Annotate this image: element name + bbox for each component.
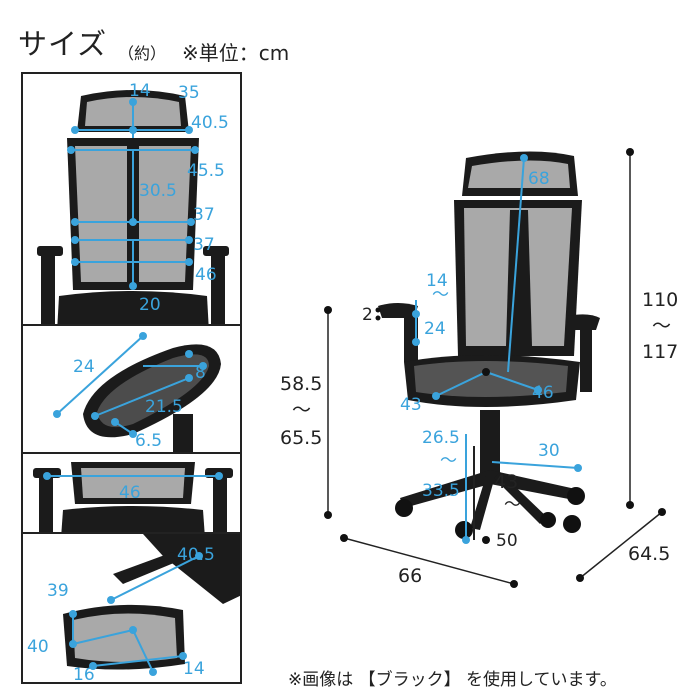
dim-foot-14: 14 bbox=[183, 659, 205, 679]
dim-back-37b: 37 bbox=[193, 235, 215, 255]
dim-back-20: 20 bbox=[139, 295, 161, 315]
dim-lift-33-5: 33.5 bbox=[422, 481, 460, 501]
approx-label: （約） bbox=[118, 44, 167, 63]
dim-height-117: 117 bbox=[642, 341, 678, 363]
dim-back-35: 35 bbox=[178, 83, 200, 103]
dim-base-wave: 〜 bbox=[504, 495, 521, 515]
dim-armup-wave: 〜 bbox=[432, 285, 449, 305]
dim-back-37a: 37 bbox=[193, 205, 215, 225]
dim-height-110: 110 bbox=[642, 289, 678, 311]
dim-foot-16: 16 bbox=[73, 665, 95, 684]
dim-armup-14: 14 bbox=[426, 271, 448, 291]
dim-arm-side-2: 2 bbox=[362, 305, 373, 325]
dim-headrest-68: 68 bbox=[528, 169, 550, 189]
dim-seat-43: 43 bbox=[400, 395, 422, 415]
dim-foot-40: 40 bbox=[27, 637, 49, 657]
dim-back-14: 14 bbox=[129, 81, 151, 101]
dim-caster-50: 50 bbox=[496, 531, 518, 551]
dim-foot-39: 39 bbox=[47, 581, 69, 601]
panel-arm-width: 46 bbox=[21, 452, 242, 536]
armrest-drawing: 24 8 21.5 6.5 bbox=[53, 332, 221, 452]
back-view-drawing: 14 35 40.5 45.5 30.5 37 37 46 20 bbox=[37, 81, 229, 328]
dim-arm-8: 8 bbox=[195, 363, 206, 383]
dim-depth-64-5: 64.5 bbox=[628, 543, 670, 565]
dim-armup-24: 24 bbox=[424, 319, 446, 339]
dim-foot-40-5: 40.5 bbox=[177, 545, 215, 565]
dim-seatheight-58-5: 58.5 bbox=[280, 373, 322, 395]
arm-width-drawing: 46 bbox=[33, 462, 233, 534]
dim-width-66: 66 bbox=[398, 565, 422, 587]
page-title: サイズ bbox=[18, 27, 108, 61]
dim-seatheight-wave: 〜 bbox=[292, 399, 311, 421]
dim-back-30-5: 30.5 bbox=[139, 181, 177, 201]
dim-back-40-5: 40.5 bbox=[191, 113, 229, 133]
dim-arm-6-5: 6.5 bbox=[135, 431, 162, 451]
panel-back-view: 14 35 40.5 45.5 30.5 37 37 46 20 bbox=[21, 72, 242, 330]
dim-armwidth-46: 46 bbox=[119, 483, 141, 503]
dim-back-45-5: 45.5 bbox=[187, 161, 225, 181]
panel-footrest: 40.5 39 40 16 14 bbox=[21, 532, 242, 684]
dim-arm-24: 24 bbox=[73, 357, 95, 377]
dim-arm-21-5: 21.5 bbox=[145, 397, 183, 417]
dim-lift-26-5: 26.5 bbox=[422, 428, 460, 448]
footnote: ※画像は 【ブラック】 を使用しています。 bbox=[288, 670, 617, 690]
dim-height-wave: 〜 bbox=[652, 315, 671, 337]
dim-seat-46: 46 bbox=[532, 383, 554, 403]
dim-seatheight-65-5: 65.5 bbox=[280, 427, 322, 449]
footrest-drawing: 40.5 39 40 16 14 bbox=[27, 534, 240, 684]
dim-back-46: 46 bbox=[195, 265, 217, 285]
dim-base-30: 30 bbox=[538, 441, 560, 461]
unit-label: ※単位：cm bbox=[182, 41, 290, 65]
panel-armrest: 24 8 21.5 6.5 bbox=[21, 324, 242, 454]
dim-base-43: 43 bbox=[494, 471, 518, 493]
dim-lift-wave: 〜 bbox=[440, 451, 457, 471]
